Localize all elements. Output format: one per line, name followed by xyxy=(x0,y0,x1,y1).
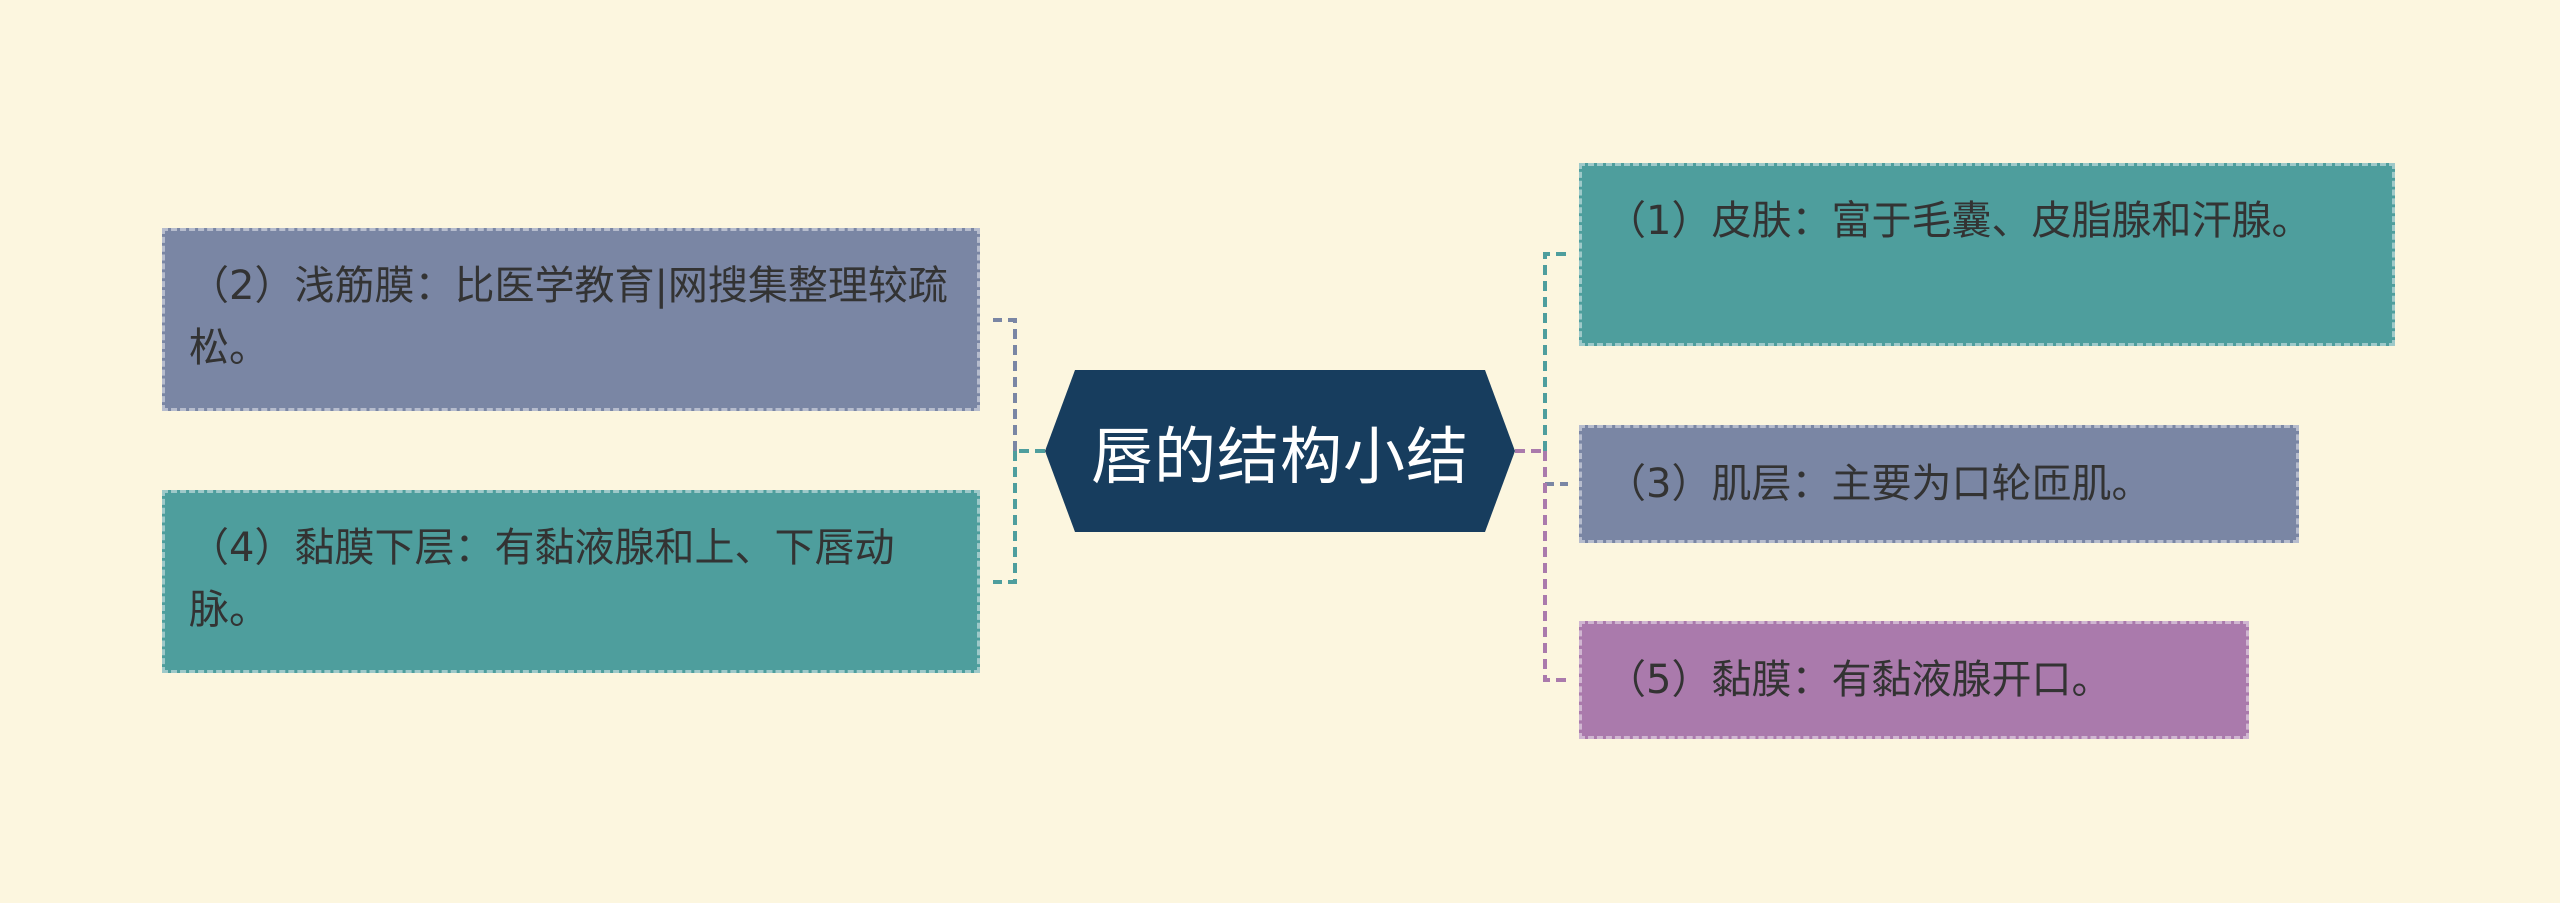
root-node-shape xyxy=(1045,370,1515,532)
connector-right-n5 xyxy=(1543,451,1568,682)
connector-left-n4 xyxy=(993,451,1017,584)
branch-node-superficial-fascia[interactable]: （2）浅筋膜：比医学教育|网搜集整理较疏松。 xyxy=(162,228,980,411)
branch-node-label: （1）皮肤：富于毛囊、皮脂腺和汗腺。 xyxy=(1606,198,2312,244)
branch-node-label: （2）浅筋膜：比医学教育|网搜集整理较疏松。 xyxy=(189,263,948,371)
branch-node-skin[interactable]: （1）皮肤：富于毛囊、皮脂腺和汗腺。 xyxy=(1579,163,2395,346)
branch-node-mucosa[interactable]: （5）黏膜：有黏液腺开口。 xyxy=(1579,621,2249,739)
connector-right-n1 xyxy=(1543,252,1568,451)
branch-node-label: （4）黏膜下层：有黏液腺和上、下唇动脉。 xyxy=(189,525,895,633)
root-node-label: 唇的结构小结 xyxy=(1090,420,1469,493)
connector-right-n3 xyxy=(1543,451,1568,486)
root-node[interactable]: 唇的结构小结 xyxy=(1045,370,1515,532)
branch-node-muscle-layer[interactable]: （3）肌层：主要为口轮匝肌。 xyxy=(1579,425,2299,543)
branch-node-label: （3）肌层：主要为口轮匝肌。 xyxy=(1606,461,2152,507)
branch-node-submucosa[interactable]: （4）黏膜下层：有黏液腺和上、下唇动脉。 xyxy=(162,490,980,673)
branch-node-label: （5）黏膜：有黏液腺开口。 xyxy=(1606,657,2112,703)
connector-left-n2 xyxy=(993,318,1017,451)
